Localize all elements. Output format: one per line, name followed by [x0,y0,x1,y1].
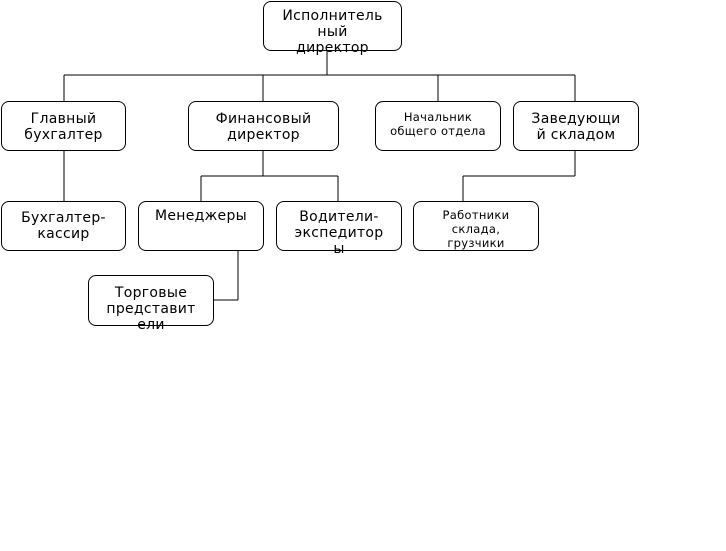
node-warehouse-workers-label: Работники склада, грузчики [442,208,510,250]
node-ceo-label: Исполнитель ный директор [282,8,383,56]
node-warehouse-manager: Заведующи й складом [513,101,639,151]
node-chief-accountant-label: Главный бухгалтер [24,111,103,143]
node-chief-accountant: Главный бухгалтер [1,101,126,151]
node-finance-director-label: Финансовый директор [215,111,312,143]
node-warehouse-workers: Работники склада, грузчики [413,201,539,251]
node-managers-label: Менеджеры [154,208,247,224]
node-warehouse-manager-label: Заведующи й складом [531,111,621,143]
node-drivers-label: Водители- экспедитор ы [294,209,384,257]
node-head-general-dept: Начальник общего отдела [375,101,501,151]
node-sales-reps-label: Торговые представит ели [106,285,196,333]
node-head-general-dept-label: Начальник общего отдела [390,110,486,138]
node-sales-reps: Торговые представит ели [88,275,214,333]
node-ceo: Исполнитель ный директор [263,1,402,56]
node-accountant-cashier: Бухгалтер- кассир [1,201,126,251]
node-drivers: Водители- экспедитор ы [276,201,402,257]
node-finance-director: Финансовый директор [188,101,339,151]
node-managers: Менеджеры [138,201,264,251]
node-accountant-cashier-label: Бухгалтер- кассир [21,210,106,242]
